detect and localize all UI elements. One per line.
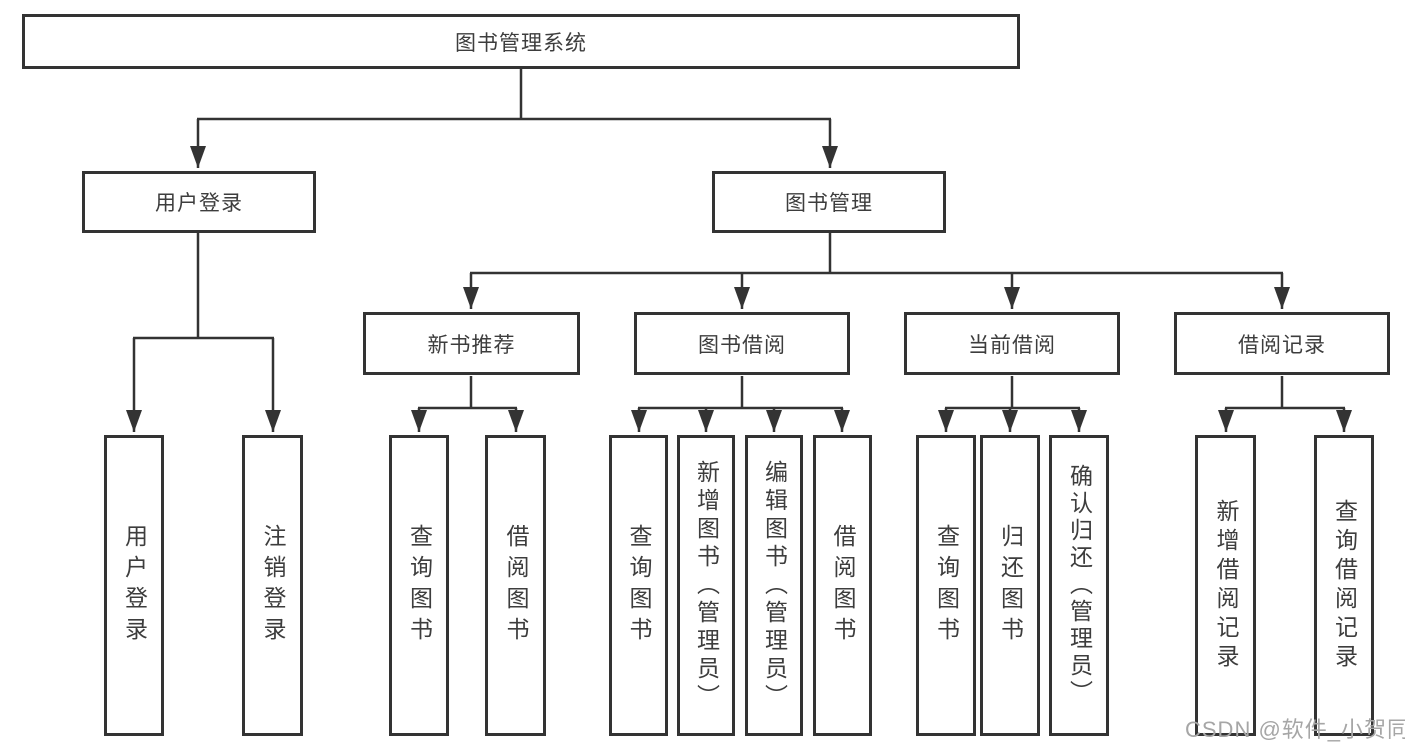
leaf-records-add-record: 新增借阅记录 — [1195, 435, 1256, 736]
leaf-recommend-borrow-books: 借阅图书 — [485, 435, 546, 736]
leaf-current-query-books: 查询图书 — [916, 435, 976, 736]
node-new-book-recommend: 新书推荐 — [363, 312, 580, 375]
leaf-recommend-query-books: 查询图书 — [389, 435, 449, 736]
leaf-borrowing-add-books-admin: 新增图书（管理员） — [677, 435, 735, 736]
leaf-logout: 注销登录 — [242, 435, 303, 736]
leaf-current-return-books: 归还图书 — [980, 435, 1040, 736]
csdn-watermark: CSDN @软件_小贺同学 — [1185, 717, 1405, 742]
leaf-records-query-record: 查询借阅记录 — [1314, 435, 1374, 736]
leaf-borrowing-query-books: 查询图书 — [609, 435, 668, 736]
leaf-current-confirm-return-admin: 确认归还（管理员） — [1049, 435, 1109, 736]
node-book-management: 图书管理 — [712, 171, 946, 233]
leaf-user-login: 用户登录 — [104, 435, 164, 736]
node-root: 图书管理系统 — [22, 14, 1020, 69]
leaf-borrowing-edit-books-admin: 编辑图书（管理员） — [745, 435, 803, 736]
node-current-borrowing: 当前借阅 — [904, 312, 1120, 375]
leaf-borrowing-borrow-books: 借阅图书 — [813, 435, 872, 736]
node-borrowing-records: 借阅记录 — [1174, 312, 1390, 375]
node-book-borrowing: 图书借阅 — [634, 312, 850, 375]
node-user-login: 用户登录 — [82, 171, 316, 233]
